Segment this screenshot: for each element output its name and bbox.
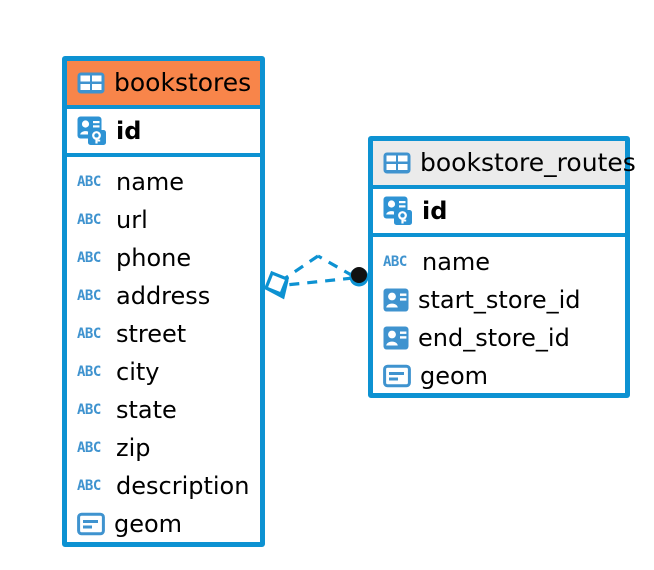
field-row-geom[interactable]: geom xyxy=(373,357,625,395)
field-name: city xyxy=(116,358,160,386)
relationship-line-upper xyxy=(317,254,354,278)
primary-key-section-bookstore-routes: id xyxy=(373,185,625,237)
field-row-street[interactable]: ABC street xyxy=(67,315,260,353)
field-row-phone[interactable]: ABC phone xyxy=(67,239,260,277)
text-field-icon: ABC xyxy=(77,326,101,342)
field-row-start-store-id[interactable]: start_store_id xyxy=(373,281,625,319)
field-name: start_store_id xyxy=(418,286,581,314)
relationship-line-middle xyxy=(285,276,354,287)
relationship-line-lower xyxy=(283,254,319,281)
filled-circle-marker xyxy=(349,267,369,287)
field-name: phone xyxy=(116,244,192,272)
open-diamond-marker xyxy=(263,270,290,300)
primary-key-icon xyxy=(77,116,107,146)
foreign-key-icon xyxy=(383,287,409,313)
text-field-icon: ABC xyxy=(77,288,101,304)
text-field-icon: ABC xyxy=(77,478,101,494)
text-field-icon: ABC xyxy=(77,440,101,456)
entity-bookstores[interactable]: bookstores id xyxy=(62,56,265,547)
table-icon xyxy=(383,152,411,174)
entity-header-bookstore-routes[interactable]: bookstore_routes xyxy=(373,141,636,185)
entity-header-bookstores[interactable]: bookstores xyxy=(67,61,260,105)
geometry-field-icon xyxy=(77,512,105,536)
field-row-name[interactable]: ABC name xyxy=(373,243,625,281)
text-field-icon: ABC xyxy=(77,212,101,228)
field-name: description xyxy=(116,472,250,500)
text-field-icon: ABC xyxy=(77,364,101,380)
field-name: street xyxy=(116,320,187,348)
field-row-primary-key[interactable]: id xyxy=(373,189,625,233)
field-row-end-store-id[interactable]: end_store_id xyxy=(373,319,625,357)
field-name: name xyxy=(422,248,491,276)
field-row-address[interactable]: ABC address xyxy=(67,277,260,315)
field-name: geom xyxy=(114,510,183,538)
table-icon xyxy=(77,72,105,94)
field-name: id xyxy=(422,197,448,225)
text-field-icon: ABC xyxy=(383,254,407,270)
entity-title: bookstores xyxy=(114,68,252,97)
entity-title: bookstore_routes xyxy=(420,148,636,177)
field-row-city[interactable]: ABC city xyxy=(67,353,260,391)
field-name: state xyxy=(116,396,177,424)
relationship-line-group xyxy=(283,254,354,287)
entity-bookstore-routes[interactable]: bookstore_routes xyxy=(368,136,636,398)
field-row-state[interactable]: ABC state xyxy=(67,391,260,429)
geometry-field-icon xyxy=(383,364,411,388)
field-name: geom xyxy=(420,362,489,390)
foreign-key-icon xyxy=(383,325,409,351)
field-row-zip[interactable]: ABC zip xyxy=(67,429,260,467)
field-row-url[interactable]: ABC url xyxy=(67,201,260,239)
field-row-description[interactable]: ABC description xyxy=(67,467,260,505)
primary-key-icon xyxy=(383,196,413,226)
field-row-name[interactable]: ABC name xyxy=(67,163,260,201)
field-name: name xyxy=(116,168,185,196)
field-row-geom[interactable]: geom xyxy=(67,505,260,543)
field-list-bookstores: ABC name ABC url ABC phone ABC xyxy=(67,157,260,550)
field-name: zip xyxy=(116,434,151,462)
field-name: end_store_id xyxy=(418,324,570,352)
text-field-icon: ABC xyxy=(77,174,101,190)
field-name: url xyxy=(116,206,148,234)
text-field-icon: ABC xyxy=(77,402,101,418)
field-name: address xyxy=(116,282,211,310)
field-row-primary-key[interactable]: id xyxy=(67,109,260,153)
text-field-icon: ABC xyxy=(77,250,101,266)
field-name: id xyxy=(116,117,142,145)
field-list-bookstore-routes: ABC name start_store_id xyxy=(373,237,625,402)
primary-key-section-bookstores: id xyxy=(67,105,260,157)
